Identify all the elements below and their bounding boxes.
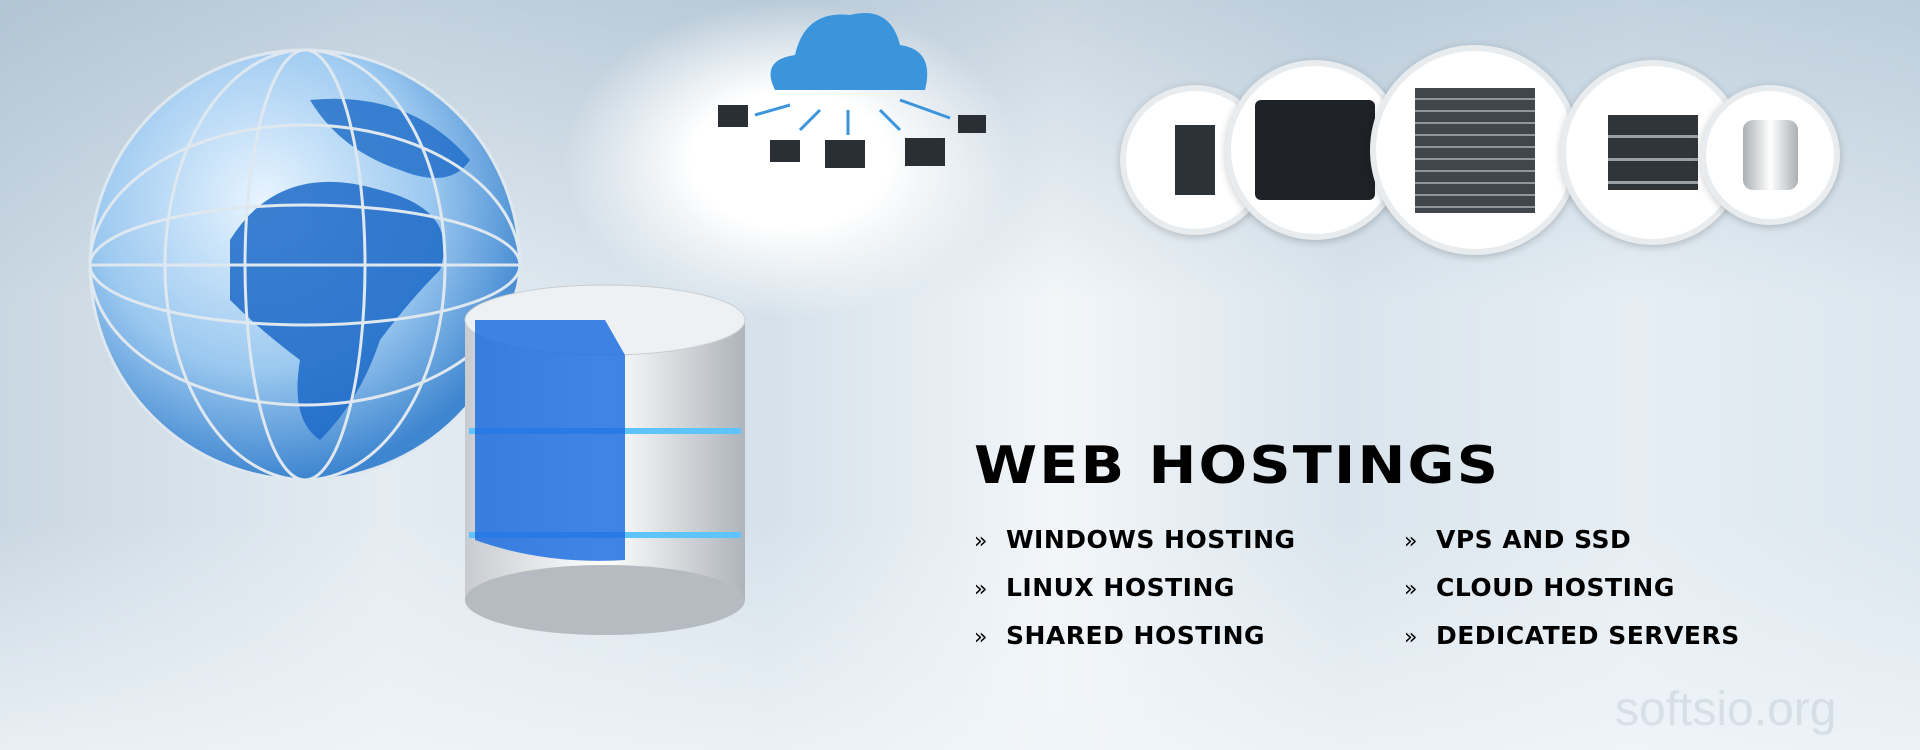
database-icon <box>464 284 746 635</box>
cloud-network-icon <box>718 13 986 168</box>
service-item: » Cloud Hosting <box>1404 573 1675 602</box>
service-item: » Windows Hosting <box>974 525 1296 554</box>
bullet-icon: » <box>1404 577 1418 602</box>
watermark: softsio.org <box>1615 683 1837 736</box>
bullet-icon: » <box>1404 529 1418 554</box>
service-label: VPS and SSD <box>1435 525 1632 554</box>
service-item: » Shared Hosting <box>974 621 1265 650</box>
bullet-icon: » <box>974 625 988 650</box>
cloud-server-icon <box>1175 125 1215 195</box>
background-floor <box>0 520 1920 750</box>
rack-server-icon <box>1255 100 1375 200</box>
database-globe-icon <box>1742 120 1798 190</box>
service-label: Shared Hosting <box>1005 621 1266 650</box>
bullet-icon: » <box>1404 625 1418 650</box>
service-item: » Linux Hosting <box>974 573 1235 602</box>
service-label: Dedicated Servers <box>1435 621 1740 650</box>
service-label: Linux Hosting <box>1005 573 1235 602</box>
bullet-icon: » <box>974 577 988 602</box>
cloud-servers-icon <box>1607 115 1698 190</box>
globe-icon <box>88 48 522 482</box>
page-title: Web Hostings <box>974 436 1501 496</box>
service-item: » Dedicated Servers <box>1404 621 1740 650</box>
service-item: » VPS and SSD <box>1404 525 1631 554</box>
server-stack-circle <box>1370 45 1580 255</box>
service-label: Windows Hosting <box>1005 525 1296 554</box>
service-label: Cloud Hosting <box>1435 573 1675 602</box>
bullet-icon: » <box>974 529 988 554</box>
database-globe-circle <box>1700 85 1840 225</box>
server-stack-icon <box>1415 87 1535 213</box>
